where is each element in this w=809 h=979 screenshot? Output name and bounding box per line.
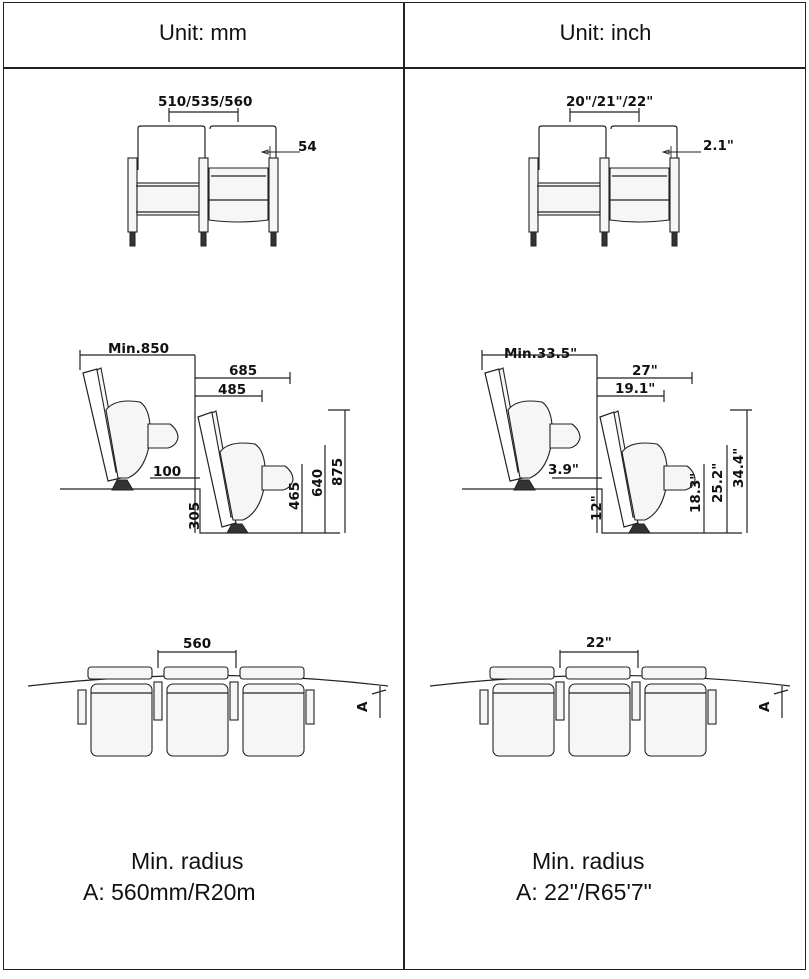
column-divider: [403, 2, 405, 970]
side-view-mm: [59, 349, 351, 534]
label-mm-875: 875: [330, 458, 346, 486]
header-divider: [3, 67, 806, 69]
label-mm-485: 485: [218, 382, 246, 398]
label-inch-19: 19.1": [615, 381, 655, 397]
label-inch-armrest: 2.1": [703, 138, 734, 154]
label-inch-34-4: 34.4": [731, 448, 747, 488]
radius-title-mm: Min. radius: [131, 848, 244, 874]
label-inch-min-row: Min.33.5": [504, 346, 577, 362]
radius-value-inch: A: 22"/R65'7": [516, 879, 652, 905]
label-mm-seat-width: 510/535/560: [158, 94, 252, 110]
radius-note-mm: Min. radius A: 560mm/R20m: [83, 846, 256, 908]
label-mm-angle: A: [355, 701, 371, 712]
label-mm-640: 640: [310, 469, 326, 497]
label-inch-angle: A: [757, 701, 773, 712]
header-unit-inch: Unit: inch: [559, 20, 652, 45]
label-mm-100: 100: [153, 464, 181, 480]
front-view-inch: [528, 107, 702, 247]
label-inch-12: 12": [589, 495, 605, 521]
label-mm-465: 465: [287, 482, 303, 510]
label-mm-685: 685: [229, 363, 257, 379]
top-view-inch: [429, 649, 791, 757]
label-mm-top-width: 560: [183, 636, 211, 652]
radius-note-inch: Min. radius A: 22"/R65'7": [516, 846, 652, 908]
radius-title-inch: Min. radius: [532, 848, 645, 874]
top-view-mm: [27, 649, 389, 757]
label-mm-armrest: 54: [298, 139, 317, 155]
label-inch-top-width: 22": [586, 635, 612, 651]
front-view-mm: [127, 107, 301, 247]
label-inch-25-2: 25.2": [710, 463, 726, 503]
side-view-inch: [461, 349, 753, 534]
header-unit-mm: Unit: mm: [159, 20, 247, 45]
label-mm-min-row: Min.850: [108, 341, 169, 357]
label-inch-seat-width: 20"/21"/22": [566, 94, 653, 110]
label-inch-3-9: 3.9": [548, 462, 579, 478]
label-mm-305: 305: [187, 502, 203, 530]
label-inch-18-3: 18.3": [688, 473, 704, 513]
spec-sheet-frame: [3, 2, 806, 970]
label-inch-27: 27": [632, 363, 658, 379]
radius-value-mm: A: 560mm/R20m: [83, 879, 256, 905]
